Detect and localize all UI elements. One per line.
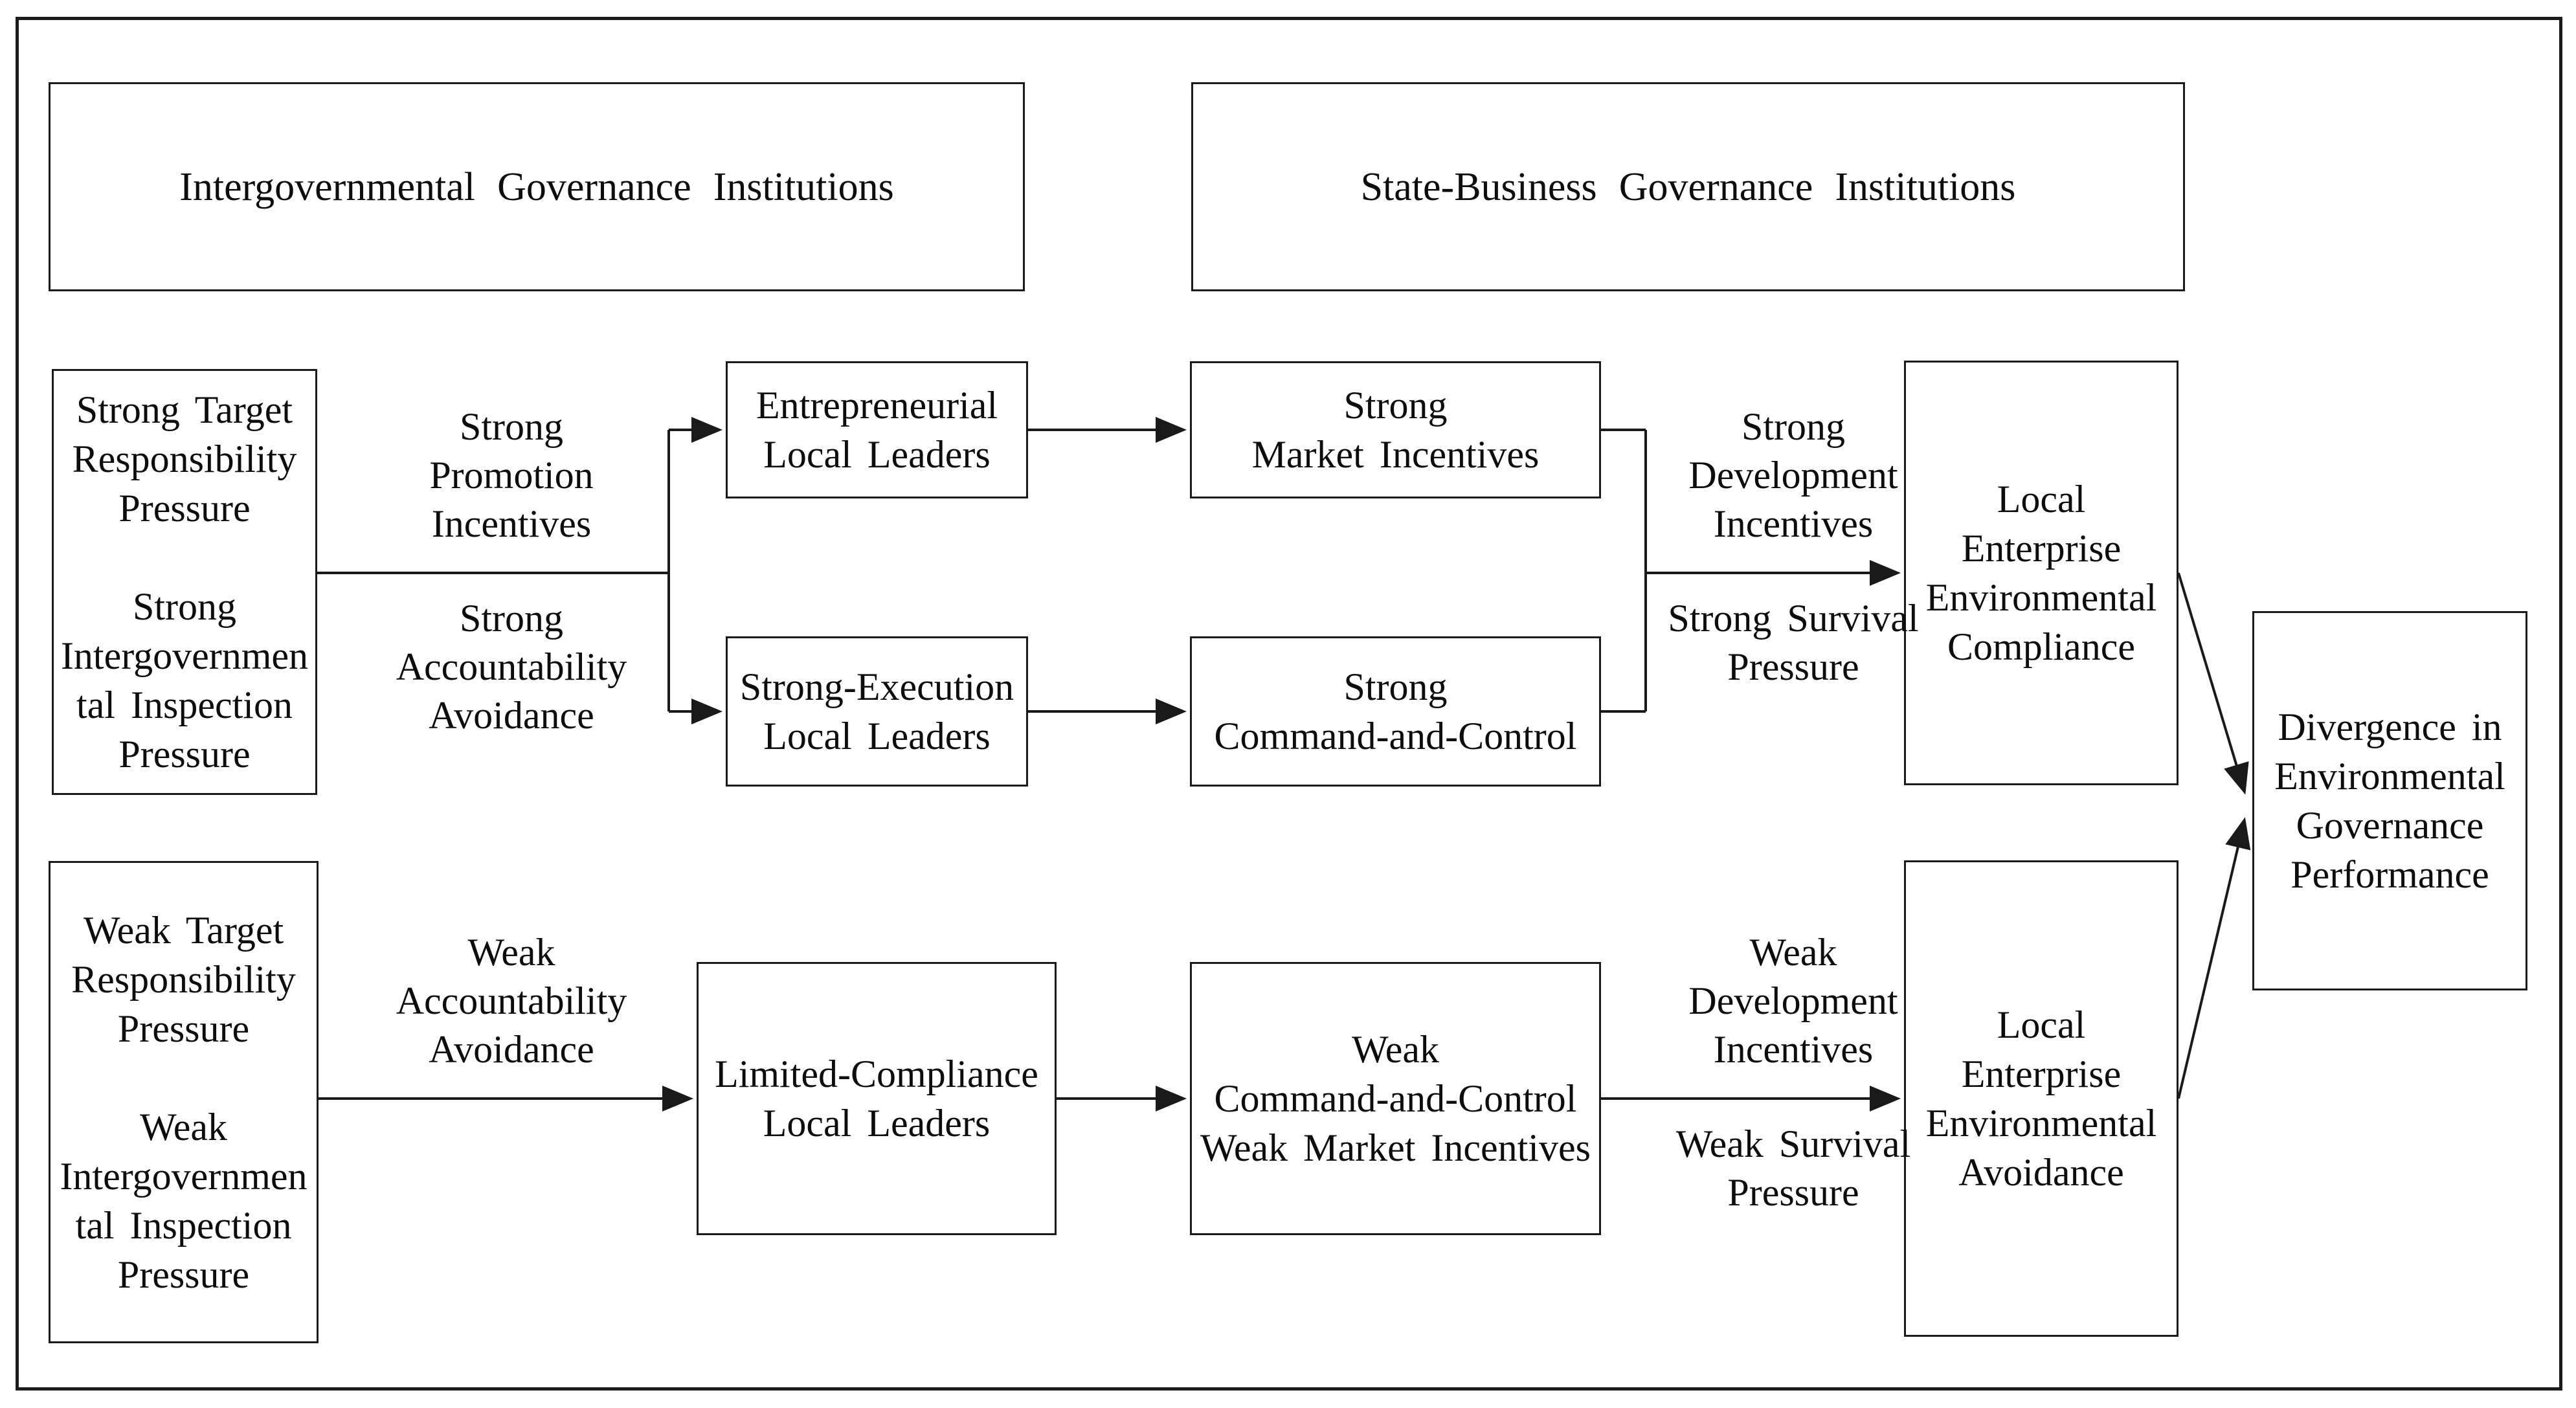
label-weak-development-incentives: Weak Development Incentives: [1688, 931, 1898, 1071]
box-entrepreneurial-leaders-label: Entrepreneurial Local Leaders: [756, 384, 998, 476]
box-strong-market-incentives-label: Strong Market Incentives: [1251, 384, 1540, 476]
label-strong-development-incentives: Strong Development Incentives: [1688, 405, 1898, 545]
box-limited-compliance-leaders-label: Limited-Compliance Local Leaders: [715, 1053, 1038, 1145]
arrow-avoidance-to-divergence: [2177, 817, 2251, 1099]
box-strong-command-and-control-label: Strong Command-and-Control: [1214, 665, 1577, 757]
box-strong-market-incentives: Strong Market Incentives: [1190, 361, 1601, 498]
label-weak-accountability-avoidance: Weak Accountability Avoidance: [396, 931, 627, 1071]
box-entrepreneurial-leaders: Entrepreneurial Local Leaders: [726, 361, 1028, 498]
box-strong-execution-leaders: Strong-Execution Local Leaders: [726, 636, 1028, 787]
box-divergence-performance-label: Divergence in Environmental Governance P…: [2274, 706, 2505, 896]
box-weak-command-and-control-label: Weak Command-and-Control Weak Market Inc…: [1200, 1028, 1591, 1169]
header-intergovernmental-institutions: Intergovernmental Governance Institution…: [49, 82, 1025, 291]
header-state-business-institutions: State-Business Governance Institutions: [1191, 82, 2185, 291]
box-strong-target-pressure-label: Strong Target Responsibility Pressure St…: [60, 388, 309, 776]
box-strong-target-pressure: Strong Target Responsibility Pressure St…: [52, 369, 317, 795]
label-strong-survival-pressure: Strong Survival Pressure: [1668, 597, 1919, 688]
arrow-compliance-to-divergence: [2177, 572, 2249, 795]
label-strong-accountability-avoidance: Strong Accountability Avoidance: [396, 597, 627, 737]
box-weak-target-pressure-label: Weak Target Responsibility Pressure Weak…: [60, 908, 308, 1296]
box-environmental-compliance-label: Local Enterprise Environmental Complianc…: [1925, 478, 2157, 668]
box-weak-target-pressure: Weak Target Responsibility Pressure Weak…: [49, 861, 319, 1343]
box-strong-command-and-control: Strong Command-and-Control: [1190, 636, 1601, 787]
diagram-outer-frame: [16, 17, 2562, 1391]
box-weak-command-and-control: Weak Command-and-Control Weak Market Inc…: [1190, 962, 1601, 1235]
label-strong-promotion-incentives: Strong Promotion Incentives: [429, 405, 594, 545]
box-environmental-avoidance: Local Enterprise Environmental Avoidance: [1904, 860, 2178, 1337]
box-divergence-performance: Divergence in Environmental Governance P…: [2252, 611, 2527, 990]
header-state-business-label: State-Business Governance Institutions: [1360, 164, 2016, 209]
box-environmental-avoidance-label: Local Enterprise Environmental Avoidance: [1925, 1003, 2157, 1194]
label-weak-survival-pressure: Weak Survival Pressure: [1675, 1123, 1911, 1214]
box-strong-execution-leaders-label: Strong-Execution Local Leaders: [739, 665, 1014, 757]
box-limited-compliance-leaders: Limited-Compliance Local Leaders: [697, 962, 1057, 1235]
header-intergovernmental-label: Intergovernmental Governance Institution…: [179, 164, 894, 209]
box-environmental-compliance: Local Enterprise Environmental Complianc…: [1904, 361, 2178, 785]
